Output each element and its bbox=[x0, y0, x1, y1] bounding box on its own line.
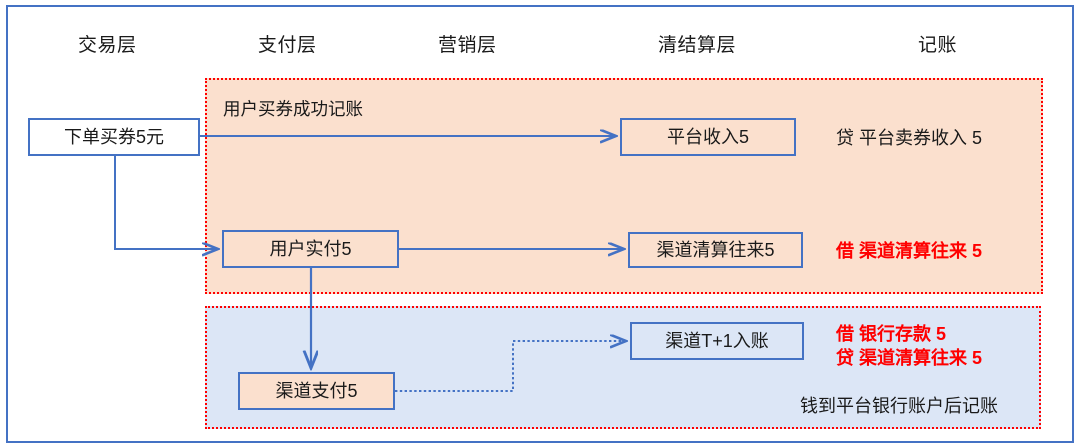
region-title-coupon-purchase-success: 用户买券成功记账 bbox=[223, 99, 363, 119]
note-credit-channel-clearing: 贷 渠道清算往来 5 bbox=[836, 347, 983, 368]
column-header-marketing: 营销层 bbox=[438, 35, 497, 56]
note-credit-platform-coupon-income: 贷 平台卖券收入 5 bbox=[836, 128, 983, 148]
column-header-payment: 支付层 bbox=[258, 35, 317, 56]
note-debit-channel-clearing: 借 渠道清算往来 5 bbox=[836, 241, 983, 261]
box-user-actual-payment[interactable]: 用户实付5 bbox=[222, 230, 399, 268]
column-header-accounting: 记账 bbox=[918, 35, 958, 56]
box-platform-income[interactable]: 平台收入5 bbox=[620, 118, 796, 156]
note-bank-account-remark: 钱到平台银行账户后记账 bbox=[800, 396, 998, 416]
note-debit-bank-deposit: 借 银行存款 5 bbox=[836, 324, 947, 344]
note-t1-entries: 借 银行存款 5 贷 渠道清算往来 5 bbox=[836, 323, 982, 371]
box-channel-clearing[interactable]: 渠道清算往来5 bbox=[628, 232, 803, 268]
box-channel-payment[interactable]: 渠道支付5 bbox=[238, 372, 395, 410]
column-header-settlement: 清结算层 bbox=[658, 35, 737, 56]
box-channel-t-plus-1-credit[interactable]: 渠道T+1入账 bbox=[630, 322, 804, 360]
box-order-buy-coupon[interactable]: 下单买券5元 bbox=[28, 118, 200, 156]
column-header-transaction: 交易层 bbox=[78, 35, 137, 56]
